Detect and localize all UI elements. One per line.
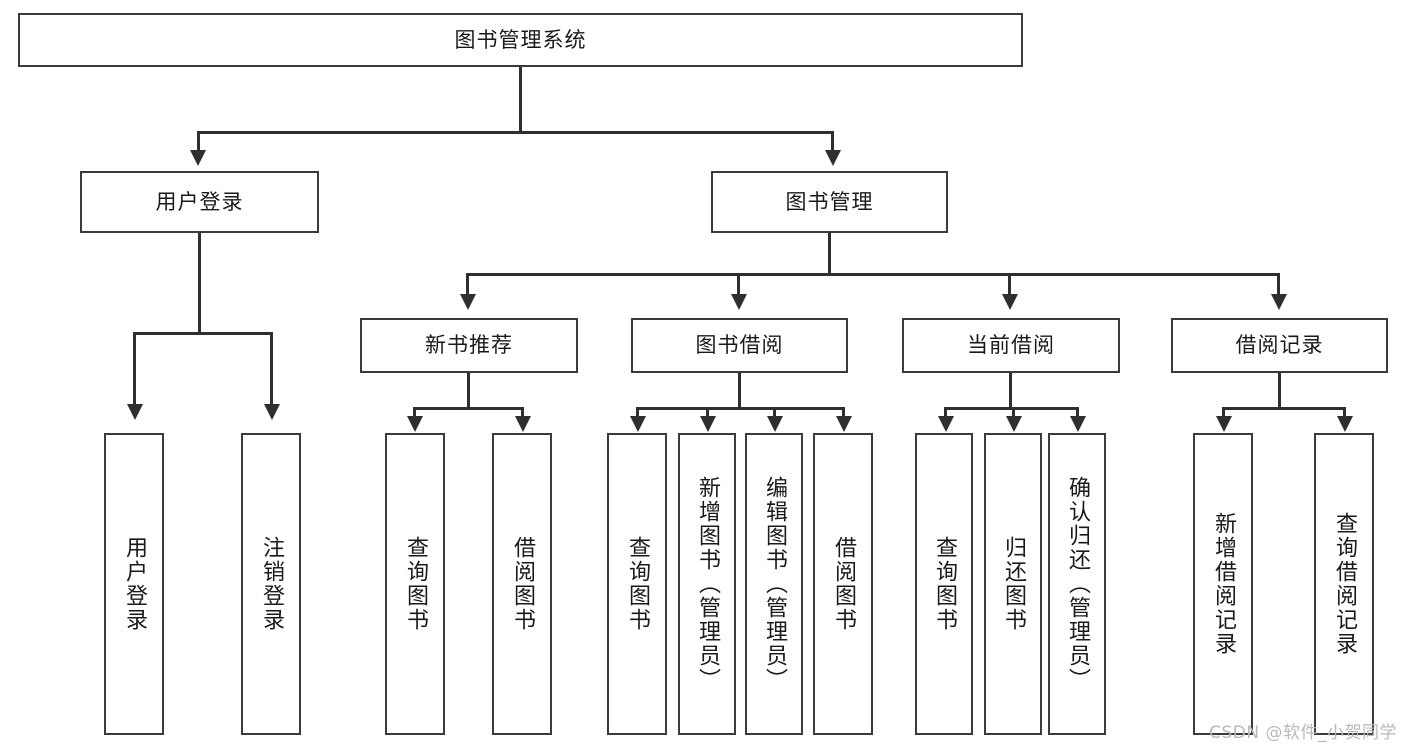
node-label: 用户登录	[121, 536, 147, 632]
node-root-book-management-system[interactable]: 图书管理系统	[18, 13, 1023, 67]
arrow-user-login-child-1	[127, 404, 143, 420]
node-label: 编辑图书（管理员）	[761, 476, 787, 692]
node-label: 查询图书	[931, 536, 957, 632]
leaf-new-book-recommend-2[interactable]: 借阅图书	[492, 433, 552, 735]
leaf-book-borrow-3[interactable]: 编辑图书（管理员）	[745, 433, 803, 735]
edge-nbr-drop-2	[521, 407, 524, 419]
arrow-bm-child-1	[460, 294, 476, 310]
node-label: 归还图书	[1000, 536, 1026, 632]
edge-bb-drop-4	[842, 407, 845, 419]
arrow-root-to-user-login	[190, 150, 206, 166]
arrow-bm-child-3	[1002, 294, 1018, 310]
leaf-new-book-recommend-1[interactable]: 查询图书	[385, 433, 445, 735]
node-label: 图书管理	[785, 189, 874, 214]
watermark: CSDN @软件_小贺同学	[1209, 723, 1397, 743]
node-label: 查询借阅记录	[1331, 512, 1357, 656]
leaf-book-borrow-1[interactable]: 查询图书	[607, 433, 667, 735]
node-label: 借阅图书	[509, 536, 535, 632]
node-label: 借阅记录	[1235, 333, 1324, 358]
leaf-user-login-2[interactable]: 注销登录	[241, 433, 301, 735]
arrow-br-child-1	[1216, 416, 1232, 432]
node-label: 新书推荐	[425, 333, 513, 358]
node-label: 图书借阅	[695, 333, 784, 358]
edge-user-login-stem	[198, 233, 201, 334]
node-label: 借阅图书	[830, 536, 856, 632]
edge-root-stem	[519, 67, 522, 133]
arrow-cb-child-2	[1006, 416, 1022, 432]
leaf-current-borrow-2[interactable]: 归还图书	[984, 433, 1042, 735]
edge-nbr-stem	[467, 373, 470, 409]
edge-cb-drop-2	[1012, 407, 1015, 419]
edge-br-stem	[1278, 373, 1281, 409]
edge-bb-bus	[636, 407, 845, 410]
arrow-bb-child-1	[630, 416, 646, 432]
edge-bm-drop-4	[1277, 273, 1280, 297]
edge-bm-drop-2	[737, 273, 740, 297]
edge-br-bus	[1222, 407, 1346, 410]
edge-root-bus	[197, 131, 834, 134]
edge-cb-drop-1	[944, 407, 947, 419]
edge-br-drop-2	[1343, 407, 1346, 419]
edge-cb-drop-3	[1076, 407, 1079, 419]
edge-bb-stem	[738, 373, 741, 409]
arrow-nbr-child-2	[515, 416, 531, 432]
node-user-login[interactable]: 用户登录	[80, 171, 319, 233]
edge-nbr-bus	[413, 407, 524, 410]
arrow-cb-child-1	[938, 416, 954, 432]
node-label: 确认归还（管理员）	[1064, 476, 1090, 692]
node-label: 注销登录	[258, 536, 284, 632]
edge-bb-drop-1	[636, 407, 639, 419]
edge-br-drop-1	[1222, 407, 1225, 419]
node-label: 图书管理系统	[454, 27, 587, 52]
arrow-bm-child-4	[1271, 294, 1287, 310]
edge-bm-drop-1	[466, 273, 469, 297]
edge-bb-drop-2	[706, 407, 709, 419]
arrow-root-to-book-management	[825, 150, 841, 166]
edge-bb-drop-3	[773, 407, 776, 419]
arrow-bm-child-2	[731, 294, 747, 310]
node-label: 当前借阅	[967, 333, 1055, 358]
arrow-bb-child-4	[836, 416, 852, 432]
edge-root-to-user-login	[197, 131, 200, 153]
arrow-nbr-child-1	[407, 416, 423, 432]
leaf-book-borrow-2[interactable]: 新增图书（管理员）	[678, 433, 736, 735]
edge-book-management-bus	[466, 273, 1280, 276]
edge-nbr-drop-1	[413, 407, 416, 419]
arrow-bb-child-2	[700, 416, 716, 432]
node-label: 查询图书	[402, 536, 428, 632]
leaf-book-borrow-4[interactable]: 借阅图书	[813, 433, 873, 735]
edge-bm-drop-3	[1008, 273, 1011, 297]
leaf-current-borrow-3[interactable]: 确认归还（管理员）	[1048, 433, 1106, 735]
leaf-borrow-record-1[interactable]: 新增借阅记录	[1193, 433, 1253, 735]
edge-root-to-book-management	[831, 131, 834, 153]
node-book-borrow[interactable]: 图书借阅	[631, 318, 848, 373]
node-label: 新增借阅记录	[1210, 512, 1236, 656]
node-new-book-recommend[interactable]: 新书推荐	[360, 318, 578, 373]
node-book-management[interactable]: 图书管理	[711, 171, 948, 233]
node-borrow-record[interactable]: 借阅记录	[1171, 318, 1388, 373]
arrow-cb-child-3	[1070, 416, 1086, 432]
node-current-borrow[interactable]: 当前借阅	[902, 318, 1120, 373]
leaf-current-borrow-1[interactable]: 查询图书	[915, 433, 973, 735]
edge-user-login-drop-1	[133, 332, 136, 407]
edge-book-management-stem	[828, 233, 831, 275]
arrow-bb-child-3	[767, 416, 783, 432]
edge-cb-bus	[944, 407, 1079, 410]
arrow-user-login-child-2	[264, 404, 280, 420]
edge-cb-stem	[1009, 373, 1012, 409]
leaf-user-login-1[interactable]: 用户登录	[104, 433, 164, 735]
node-label: 查询图书	[624, 536, 650, 632]
node-label: 新增图书（管理员）	[694, 476, 720, 692]
arrow-br-child-2	[1337, 416, 1353, 432]
leaf-borrow-record-2[interactable]: 查询借阅记录	[1314, 433, 1374, 735]
edge-user-login-drop-2	[270, 332, 273, 407]
node-label: 用户登录	[155, 189, 244, 214]
edge-user-login-bus	[133, 332, 273, 335]
